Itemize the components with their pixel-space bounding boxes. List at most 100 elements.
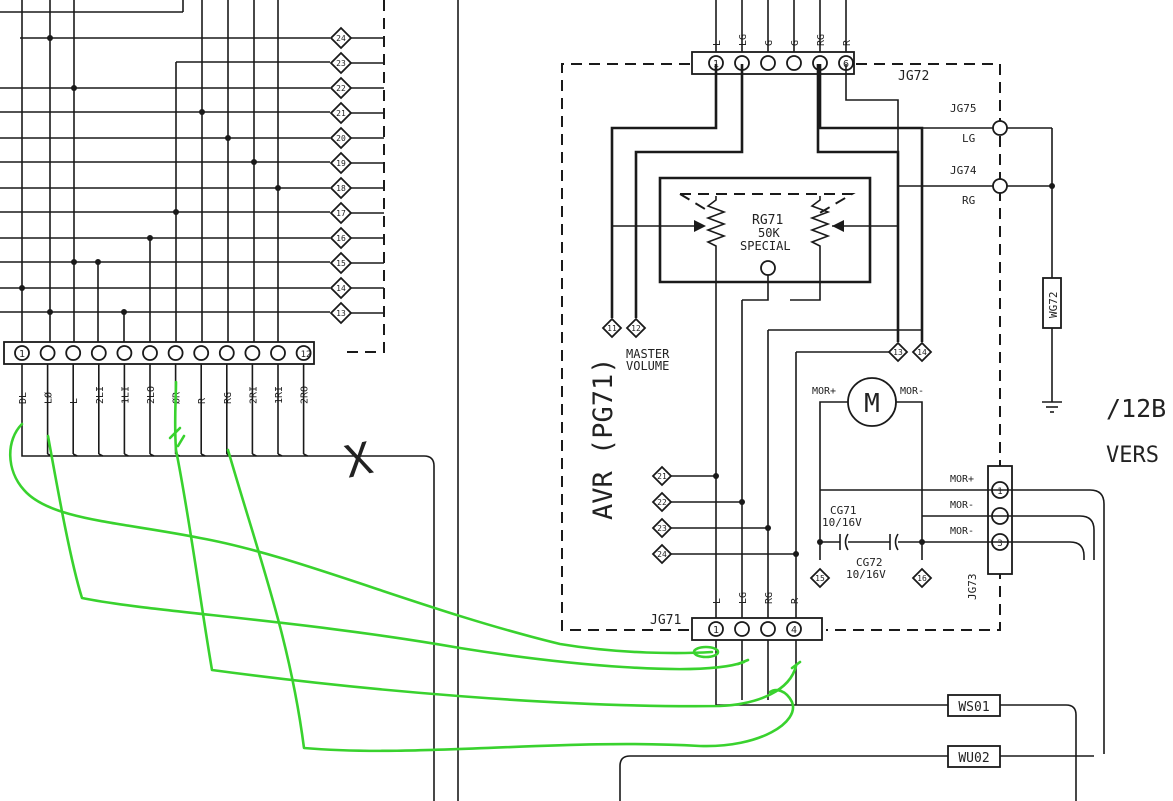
connector-jg73: 1 3 MOR+ MOR- MOR- JG73 bbox=[820, 465, 1105, 754]
jg71-pin bbox=[734, 621, 750, 637]
left-connector-signal-label: 2RI bbox=[248, 386, 259, 404]
bottom-terminal: 15 bbox=[809, 567, 831, 589]
jg71-pin-label: L bbox=[712, 598, 723, 604]
edge-text-line2: VERS bbox=[1106, 443, 1159, 468]
jg75-signal: LG bbox=[962, 132, 975, 145]
jg75-ref: JG75 bbox=[950, 102, 977, 115]
side-terminal-number: 23 bbox=[336, 59, 346, 68]
side-terminal: 23 bbox=[329, 51, 353, 75]
pot-type: SPECIAL bbox=[740, 239, 791, 253]
side-terminal: 22 bbox=[329, 76, 353, 100]
jg72-pin-label: G bbox=[790, 40, 801, 46]
bottom-terminal: 16 bbox=[911, 567, 933, 589]
jg71-pin-label: R bbox=[790, 597, 801, 604]
master-volume-line2: VOLUME bbox=[626, 359, 669, 373]
avr-module: AVR (PG71) WG72 JG75 LG JG74 RG bbox=[561, 63, 1105, 754]
cap2-ref: CG72 bbox=[856, 556, 883, 569]
cap2-value: 10/16V bbox=[846, 568, 886, 581]
jg72-pin bbox=[786, 55, 802, 71]
left-connector-pin-first: 1 bbox=[19, 349, 25, 360]
jg71-pin bbox=[786, 621, 802, 637]
jg74-ref: JG74 bbox=[950, 164, 977, 177]
side-terminal-number: 19 bbox=[336, 159, 346, 168]
jg71-pin-last: 4 bbox=[791, 625, 797, 636]
side-terminal: 18 bbox=[329, 176, 353, 200]
left-connector-signal-label: L bbox=[69, 398, 80, 404]
green-wire-4 bbox=[226, 448, 795, 753]
left-input-terminal-number: 22 bbox=[657, 498, 667, 507]
bottom-terminal-number: 15 bbox=[815, 574, 825, 583]
left-connector-pin bbox=[142, 345, 158, 361]
cap1-value: 10/16V bbox=[822, 516, 862, 529]
left-connector-pin bbox=[244, 345, 261, 361]
pot-ref: RG71 bbox=[752, 213, 783, 228]
edge-text-line1: /12B bbox=[1106, 394, 1166, 423]
wu02-text: WU02 bbox=[958, 751, 989, 766]
label-wu02: WU02 bbox=[947, 745, 1001, 768]
left-bus-lines bbox=[0, 0, 330, 346]
left-input-terminal-number: 23 bbox=[657, 524, 667, 533]
jg74-signal: RG bbox=[962, 194, 975, 207]
jg71-pin bbox=[708, 621, 724, 637]
side-terminal: 13 bbox=[329, 301, 353, 325]
bottom-wiring: WS01 WU02 bbox=[619, 640, 1094, 801]
left-connector-pin bbox=[167, 345, 184, 361]
ws01-text: WS01 bbox=[958, 700, 989, 715]
master-volume-terminal: 11 bbox=[601, 317, 623, 339]
side-terminal-column: 24 23 22 21 20 19 18 17 16 15 14 13 bbox=[329, 26, 384, 325]
master-volume-line1: MASTER bbox=[626, 347, 670, 361]
jg71-pin-first: 1 bbox=[713, 625, 719, 636]
annotation-x-mark: X bbox=[340, 433, 377, 488]
right-terminal: 14 bbox=[911, 341, 933, 363]
jg72-pin bbox=[760, 55, 776, 71]
left-connector-pin bbox=[218, 345, 235, 361]
jack-jg75: JG75 LG bbox=[950, 102, 1008, 145]
left-connector-signal-label: 2LO bbox=[146, 386, 157, 404]
master-volume: 11 12 MASTER VOLUME bbox=[601, 317, 670, 373]
jg73-pin-first: 1 bbox=[997, 487, 1002, 497]
side-terminal: 14 bbox=[329, 276, 353, 300]
side-terminal: 17 bbox=[329, 201, 353, 225]
left-connector-pin bbox=[65, 345, 82, 361]
side-terminal: 15 bbox=[329, 251, 353, 275]
jg73-pin-last: 3 bbox=[997, 539, 1002, 549]
motor-minus-label: MOR- bbox=[900, 386, 924, 397]
left-connector-pin-last: 12 bbox=[301, 350, 312, 360]
left-connector-pin bbox=[90, 345, 107, 361]
connector-jg71: L LG RG R 1 4 JG71 bbox=[650, 592, 823, 641]
side-terminal-number: 13 bbox=[336, 309, 346, 318]
left-connector-signal-label: 2LI bbox=[95, 386, 106, 404]
left-connector-pin bbox=[39, 345, 56, 361]
side-terminal-number: 24 bbox=[336, 34, 346, 43]
jg71-pin-label: LG bbox=[738, 592, 749, 604]
side-terminal: 21 bbox=[329, 101, 353, 125]
jg72-pin-label: L bbox=[712, 40, 723, 46]
side-terminal: 20 bbox=[329, 126, 353, 150]
motor: M MOR+ MOR- bbox=[812, 377, 924, 560]
jg72-pin-label: G bbox=[764, 40, 775, 46]
side-terminal-number: 17 bbox=[336, 209, 346, 218]
left-connector-pin bbox=[270, 345, 286, 361]
side-terminal-number: 16 bbox=[336, 234, 346, 243]
left-connector-signal-label: RG bbox=[223, 392, 234, 404]
green-annotations bbox=[9, 380, 802, 753]
jg71-ref: JG71 bbox=[650, 613, 681, 628]
bottom-terminal-number: 16 bbox=[917, 574, 927, 583]
green-wire-1 bbox=[9, 422, 714, 655]
motor-plus-label: MOR+ bbox=[812, 386, 836, 397]
master-volume-terminal-number: 12 bbox=[631, 324, 641, 333]
side-terminal-number: 18 bbox=[336, 184, 346, 193]
side-terminal-number: 22 bbox=[336, 84, 346, 93]
jack-jg74: JG74 RG bbox=[950, 164, 1008, 207]
module-label: AVR (PG71) bbox=[588, 357, 619, 520]
jg71-pin-label: RG bbox=[764, 592, 775, 604]
side-terminal-number: 21 bbox=[336, 109, 346, 118]
jg73-ref: JG73 bbox=[966, 574, 979, 601]
side-terminal-number: 14 bbox=[336, 284, 346, 293]
